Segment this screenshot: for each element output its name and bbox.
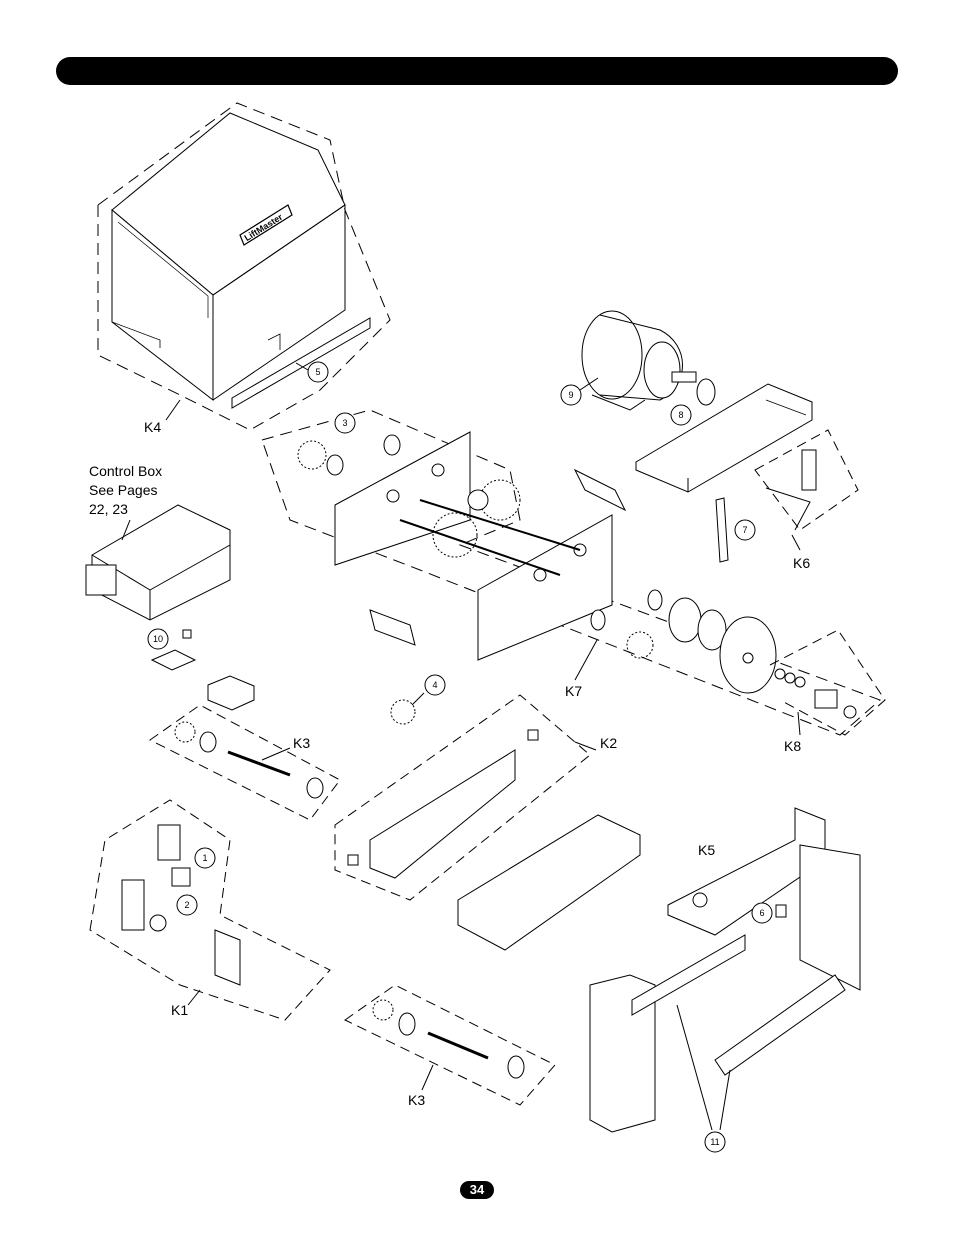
brackets (369, 468, 627, 646)
kit-k5-rail-assembly (589, 807, 861, 1133)
kit-label-k7: K7 (565, 683, 583, 699)
kit-k2-group (334, 694, 597, 901)
kit-label-k1: K1 (171, 1002, 189, 1018)
control-box-note: Control Box See Pages 22, 23 (89, 462, 162, 519)
callout-10: 10 (153, 634, 163, 644)
large-channel (457, 814, 641, 951)
kit-k3-top-group (149, 704, 341, 821)
pulley-group (590, 589, 886, 736)
cover-box (207, 675, 255, 711)
callout-6: 6 (759, 908, 764, 918)
motor (579, 310, 716, 411)
callout-8: 8 (678, 410, 683, 420)
kit-label-k3-top: K3 (293, 735, 311, 751)
kit-label-k6: K6 (793, 555, 811, 571)
callout-3: 3 (342, 418, 347, 428)
belt (715, 497, 729, 563)
callout-11: 11 (710, 1137, 719, 1147)
callout-9: 9 (568, 390, 573, 400)
callout-5: 5 (315, 367, 320, 377)
callout-1: 1 (202, 853, 207, 863)
kit-label-k3-bottom: K3 (408, 1092, 426, 1108)
sprocket-4 (390, 699, 416, 725)
kit-k1-group (89, 799, 331, 1021)
kit-label-k4: K4 (144, 419, 162, 435)
mounting-plate (635, 383, 813, 493)
callout-4: 4 (432, 680, 437, 690)
kit-k3-bottom-group (344, 984, 556, 1106)
header-bar (56, 57, 898, 85)
callout-2: 2 (184, 900, 189, 910)
control-box-note-line-3: 22, 23 (89, 501, 128, 517)
kit-label-k8: K8 (784, 738, 802, 754)
kit-k4-group (97, 102, 391, 431)
control-box (85, 504, 231, 621)
control-box-note-line-2: See Pages (89, 482, 158, 498)
callout-7: 7 (742, 525, 747, 535)
kit-k6-group (754, 429, 859, 551)
part-10-bracket (150, 629, 197, 671)
kit-label-k5: K5 (698, 842, 716, 858)
kit-label-k2: K2 (600, 735, 618, 751)
page-number-badge: 34 (460, 1181, 494, 1199)
gear-reducer-assembly (261, 409, 881, 736)
control-box-note-line-1: Control Box (89, 463, 163, 479)
